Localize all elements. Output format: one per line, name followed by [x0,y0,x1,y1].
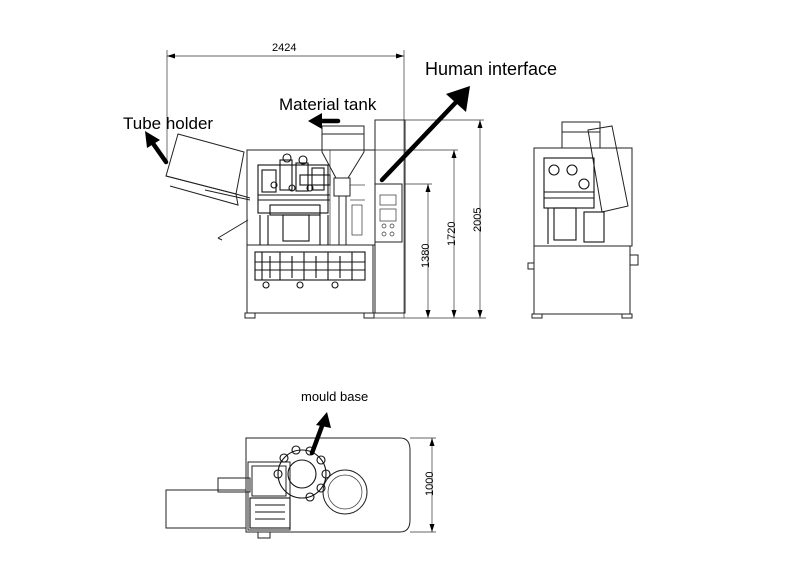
material-tank-label: Material tank [279,95,377,114]
side-view [527,121,639,319]
height-1380-dimension: 1380 [420,244,432,268]
human-interface-arrow [379,86,470,183]
mould-base-arrow [309,412,331,456]
tube-holder-label: Tube holder [123,114,213,133]
material-tank-arrow [308,113,341,129]
human-interface-label: Human interface [425,59,557,79]
mould-base-label: mould base [301,389,368,404]
height-1720-dimension: 1720 [446,222,458,246]
front-view [165,50,486,319]
overall-length-dimension: 2424 [272,42,296,54]
height-2005-dimension: 2005 [472,208,484,232]
top-view [165,437,436,539]
tube-holder-arrow [145,131,169,165]
width-1000-dimension: 1000 [424,472,436,496]
